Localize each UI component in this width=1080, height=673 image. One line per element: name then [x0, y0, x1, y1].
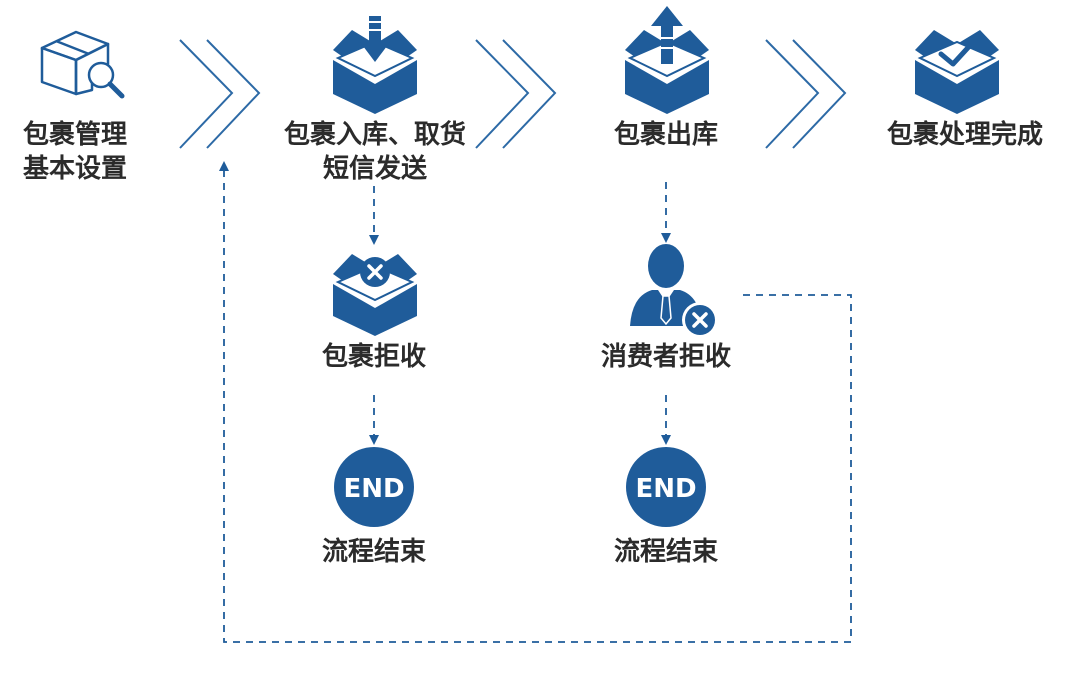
chevron-icon	[475, 39, 557, 149]
end-label: END	[343, 474, 404, 504]
end-node: END	[334, 447, 414, 527]
end-node: END	[626, 447, 706, 527]
step-label-inbound: 包裹入库、取货 短信发送	[283, 120, 466, 184]
chevron-icon	[179, 39, 261, 149]
return-loop-arrow	[219, 161, 852, 643]
chevron-icon	[765, 39, 847, 149]
branch-label-package-reject: 包裹拒收	[321, 342, 426, 372]
user-reject-icon	[630, 244, 718, 338]
end-label: END	[635, 474, 696, 504]
step-label-done: 包裹处理完成	[886, 120, 1043, 150]
box-check-icon	[915, 30, 999, 114]
step-label-setup: 包裹管理 基本设置	[22, 120, 127, 184]
box-outbound-icon	[625, 6, 709, 114]
step-label-outbound: 包裹出库	[613, 120, 718, 150]
box-search-icon	[40, 30, 125, 99]
end-text: 流程结束	[613, 537, 718, 567]
end-text: 流程结束	[321, 537, 426, 567]
branch-label-consumer-reject: 消费者拒收	[600, 342, 731, 372]
box-inbound-icon	[333, 16, 417, 114]
box-reject-icon	[333, 254, 417, 336]
